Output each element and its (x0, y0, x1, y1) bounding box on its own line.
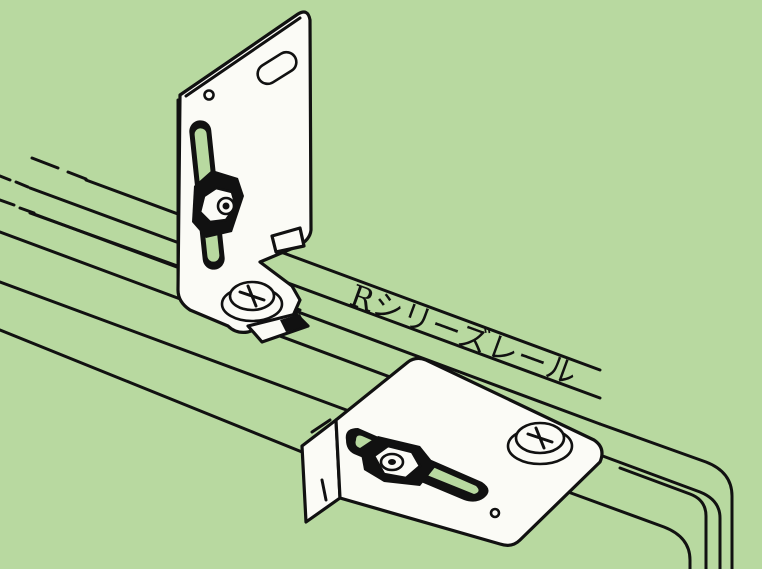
vertical-bracket (176, 10, 313, 344)
rail (0, 178, 734, 569)
rail-extension-dashes (0, 156, 88, 215)
horizontal-bracket (300, 356, 604, 547)
